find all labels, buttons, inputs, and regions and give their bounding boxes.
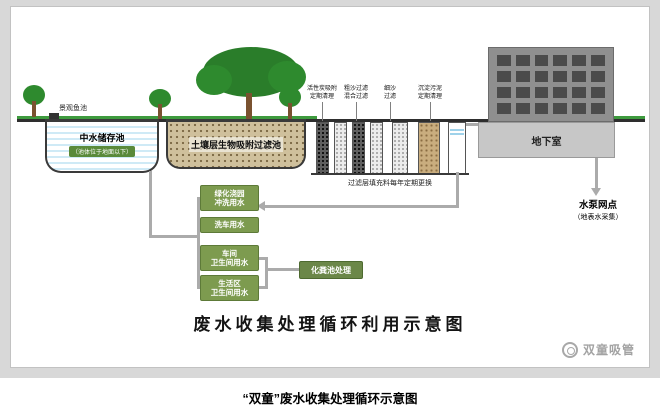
pipe — [466, 123, 478, 126]
pipe — [456, 172, 459, 208]
water-storage-pond: 中水储存池 （池体位于地面以下） — [45, 119, 159, 173]
filter-label-line: 细沙 — [383, 86, 396, 92]
filter-column-mixed — [392, 122, 408, 174]
leader-line — [390, 102, 391, 121]
filter-column-carbon-2 — [352, 122, 365, 174]
filter-note: 过滤层填充料每年定期更换 — [348, 180, 432, 187]
filter-label-line: 过滤 — [383, 94, 396, 101]
brand-logo-icon — [561, 341, 578, 358]
tank-water — [450, 129, 464, 135]
reuse-box-irrigation: 绿化浇园 冲洗用水 — [200, 185, 259, 211]
filter-label-line: 活性炭吸附 — [306, 86, 337, 92]
diagram-title: 废水收集处理循环利用示意图 — [193, 315, 467, 334]
pipe-building-down — [595, 158, 598, 188]
tree-trunk — [32, 101, 36, 117]
big-tree-icon — [196, 47, 306, 121]
reuse-box-carwash: 洗车用水 — [200, 217, 259, 233]
soil-filter-label: 土壤层生物吸附过滤池 — [188, 137, 283, 152]
diagram-photo-background: 景观鱼池 中水储存池 （池体位于地面以下） 土壤层生物吸附过滤池 — [0, 0, 660, 378]
arrow-left-icon — [257, 201, 265, 211]
diagram-panel: 景观鱼池 中水储存池 （池体位于地面以下） 土壤层生物吸附过滤池 — [10, 6, 650, 368]
pipe — [259, 257, 268, 260]
pump-point-note: （地表水采集） — [573, 214, 623, 221]
building-windows — [497, 55, 605, 114]
filter-column-carbon — [316, 122, 329, 174]
ground-line — [17, 119, 645, 122]
filter-column-sediment — [418, 122, 440, 174]
filter-label-1: 活性炭吸附 定期清理 — [303, 85, 341, 101]
pipe-return — [265, 205, 459, 208]
pond-labels: 中水储存池 （池体位于地面以下） — [47, 122, 157, 157]
reuse-box-workshop-toilet: 车间 卫生间用水 — [200, 245, 259, 271]
tree-icon — [23, 85, 47, 119]
tree-trunk — [288, 103, 292, 119]
pipe — [149, 171, 152, 238]
storage-pool-name: 中水储存池 — [79, 133, 125, 143]
leader-line — [430, 102, 431, 121]
filter-label-line: 定期清理 — [309, 94, 334, 101]
tree-crown — [196, 65, 232, 95]
soil-filter-pool: 土壤层生物吸附过滤池 — [166, 119, 306, 169]
filter-label-2: 粗沙过滤 混合过滤 — [337, 85, 375, 101]
filter-label-4: 沉淀污泥 定期清理 — [411, 85, 449, 101]
pipe-septic — [265, 268, 299, 271]
watermark: 双童吸管 — [561, 341, 635, 358]
tree-trunk — [158, 104, 162, 119]
storage-pool-note: （池体位于地面以下） — [68, 146, 135, 157]
basement-slab: 地下室 — [478, 122, 615, 158]
filter-label-line: 定期清理 — [417, 94, 442, 101]
tree-crown — [279, 87, 301, 107]
leader-line — [356, 102, 357, 121]
septic-tank-box: 化粪池处理 — [299, 261, 363, 279]
tree-icon — [149, 89, 173, 121]
filter-column-sand-coarse — [334, 122, 347, 174]
grass-strip-left — [17, 116, 317, 119]
filter-baseline — [311, 173, 469, 175]
filter-column-sand-fine — [370, 122, 383, 174]
reuse-box-living-toilet: 生活区 卫生间用水 — [200, 275, 259, 301]
pump-point-name: 水泵网点 — [578, 200, 617, 211]
pump-point: 水泵网点 （地表水采集） — [548, 197, 648, 222]
settling-tank — [448, 122, 466, 174]
grass-strip-right — [613, 116, 645, 119]
image-caption: “双童”废水收集处理循环示意图 — [242, 392, 418, 406]
tree-crown — [149, 89, 171, 108]
filter-label-line: 沉淀污泥 — [417, 86, 442, 92]
fish-pond-label: 景观鱼池 — [59, 105, 87, 112]
filter-label-line: 混合过滤 — [343, 94, 368, 101]
pipe — [149, 235, 200, 238]
filter-label-3: 细沙 过滤 — [371, 85, 409, 101]
tree-icon — [279, 87, 303, 121]
pipe — [265, 257, 268, 289]
factory-building — [488, 47, 614, 122]
pipe — [259, 286, 268, 289]
tree-trunk — [246, 93, 252, 121]
pond-inlet-icon — [49, 113, 59, 119]
watermark-text: 双童吸管 — [582, 343, 635, 357]
filter-label-line: 粗沙过滤 — [343, 86, 368, 92]
arrow-down-icon — [591, 188, 601, 196]
leader-line — [322, 102, 323, 121]
pipe-manifold — [197, 197, 200, 289]
tree-crown — [23, 85, 45, 105]
